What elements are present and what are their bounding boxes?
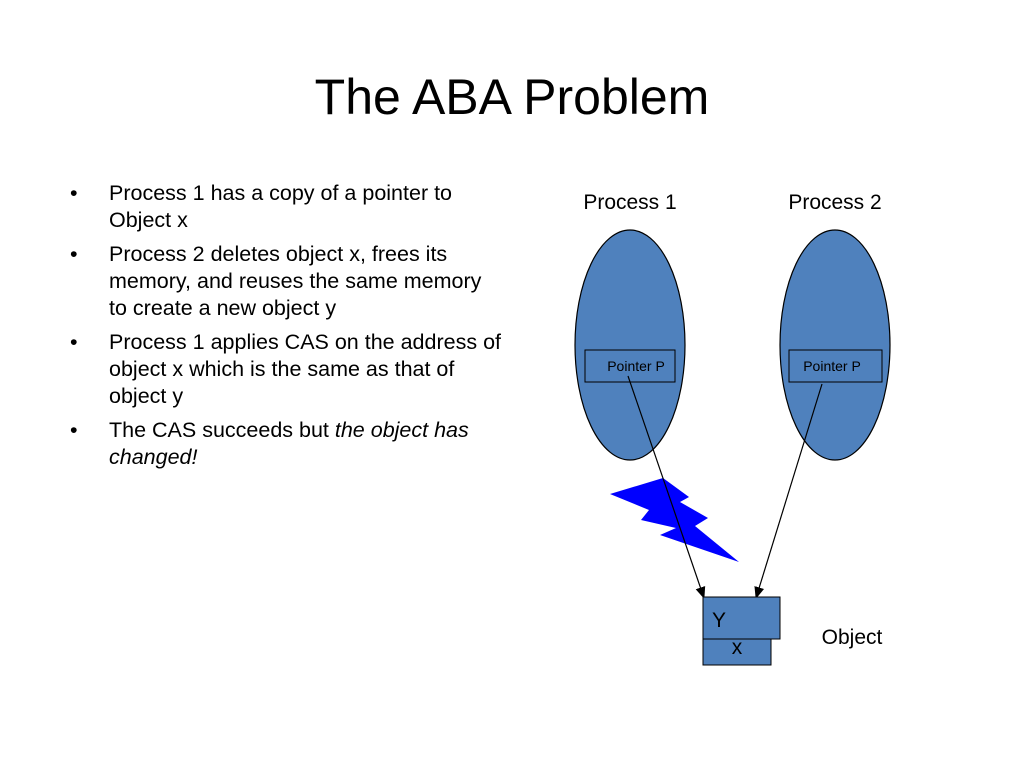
slide-title: The ABA Problem — [314, 69, 710, 125]
bullet-text: Process 2 deletes object x, frees its me… — [109, 242, 482, 320]
process-2-label: Process 2 — [788, 191, 881, 214]
arrow-pointer-2-to-object — [754, 383, 823, 599]
bullet-emphasis: the object has changed! — [109, 418, 469, 469]
object-caption: Object — [822, 626, 883, 649]
process-1-label: Process 1 — [583, 191, 676, 214]
bullet-text: Process 1 applies CAS on the address of … — [109, 330, 501, 408]
bullet-item: • Process 1 applies CAS on the address o… — [64, 329, 504, 410]
pointer-p-box-process-1 — [584, 349, 676, 383]
pointer-p-label-process-2: Pointer P — [803, 358, 861, 374]
bullet-dot-icon: • — [70, 242, 78, 266]
bullet-dot-icon: • — [70, 181, 78, 205]
object-y-box — [702, 596, 781, 640]
pointer-p-label-process-1: Pointer P — [607, 358, 665, 374]
bullet-dot-icon: • — [70, 330, 78, 354]
process-1-ellipse — [574, 229, 686, 461]
lightning-bolt-icon — [610, 478, 739, 562]
object-y-label: Y — [712, 609, 726, 632]
pointer-p-box-process-2 — [788, 349, 883, 383]
bullet-dot-icon: • — [70, 418, 78, 442]
process-2-ellipse — [779, 229, 891, 461]
bullet-text: The CAS succeeds but — [109, 418, 335, 442]
bullet-item: • The CAS succeeds but the object has ch… — [64, 417, 504, 471]
object-x-label: x — [732, 636, 743, 659]
bullet-item: • Process 1 has a copy of a pointer to O… — [64, 180, 504, 234]
bullet-text: Process 1 has a copy of a pointer to Obj… — [109, 181, 453, 232]
bullet-list: • Process 1 has a copy of a pointer to O… — [64, 180, 504, 478]
bullet-item: • Process 2 deletes object x, frees its … — [64, 241, 504, 322]
arrow-pointer-1-to-object — [627, 375, 706, 599]
